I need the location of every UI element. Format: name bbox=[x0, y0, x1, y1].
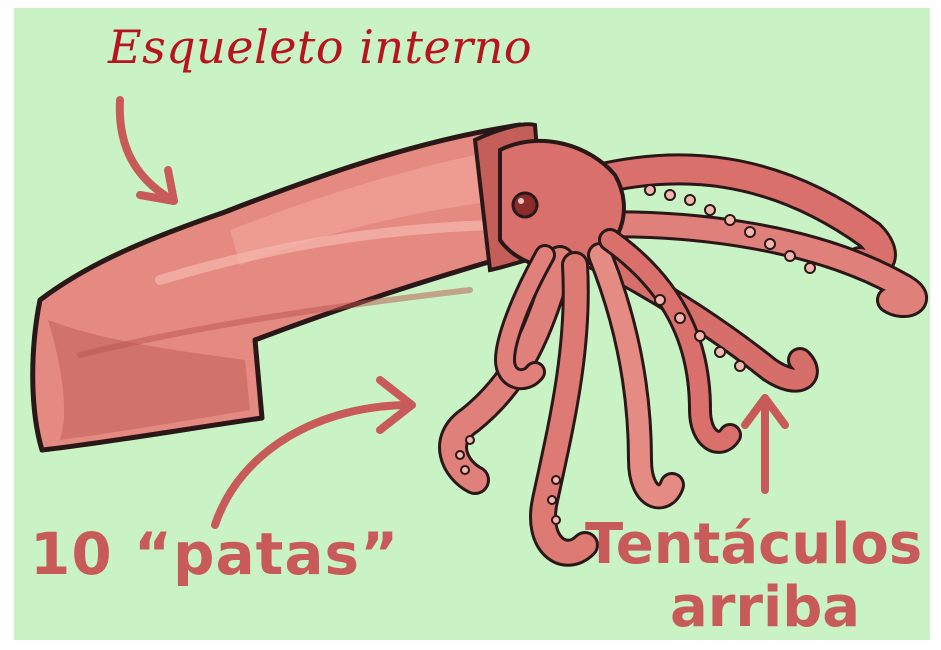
squid-mantle bbox=[30, 122, 548, 453]
skeleton-arrow bbox=[115, 96, 176, 204]
back-tentacles bbox=[544, 153, 929, 393]
internal-skeleton-label: Esqueleto interno bbox=[108, 20, 533, 74]
tentacle-suckers bbox=[455, 184, 816, 525]
tentacles-label-line1: Tentáculos bbox=[585, 512, 923, 577]
front-legs bbox=[438, 228, 742, 567]
annotation-arrows bbox=[115, 96, 789, 529]
legs-label: 10 “patas” bbox=[30, 520, 400, 588]
squid-eye bbox=[511, 191, 539, 219]
tentacles-label-line2: arriba bbox=[670, 575, 861, 640]
squid-head bbox=[498, 138, 626, 271]
legs-arrow bbox=[211, 401, 414, 529]
